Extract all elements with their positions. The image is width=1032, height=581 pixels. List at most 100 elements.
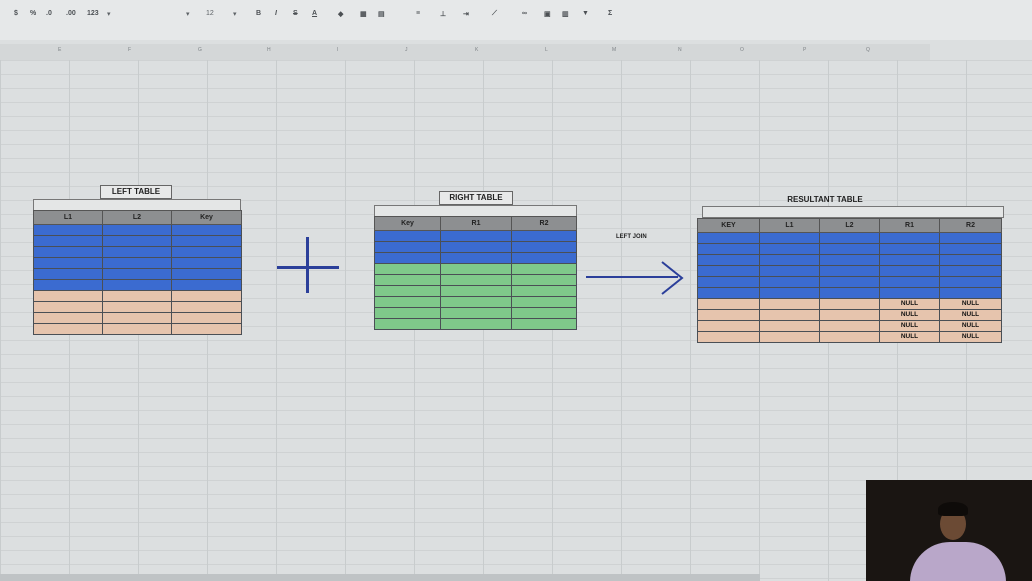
table-cell[interactable] bbox=[171, 323, 242, 335]
table-cell[interactable] bbox=[102, 224, 172, 236]
more-formats-chevron-icon[interactable]: ▾ bbox=[107, 11, 111, 18]
table-cell[interactable] bbox=[374, 296, 441, 308]
column-header-l1[interactable]: L1 bbox=[759, 218, 820, 233]
font-size-chevron-icon[interactable]: ▾ bbox=[233, 11, 237, 18]
table-cell[interactable] bbox=[102, 323, 172, 335]
column-header[interactable]: M bbox=[612, 47, 617, 53]
table-cell[interactable] bbox=[171, 312, 242, 324]
table-cell[interactable] bbox=[879, 232, 940, 244]
table-cell[interactable] bbox=[939, 265, 1002, 277]
table-cell[interactable] bbox=[440, 263, 512, 275]
insert-link-icon[interactable]: ∞ bbox=[522, 10, 527, 17]
table-cell[interactable] bbox=[33, 235, 103, 247]
column-header-r2[interactable]: R2 bbox=[511, 216, 577, 231]
table-cell[interactable] bbox=[759, 287, 820, 299]
table-cell[interactable]: NULL bbox=[939, 309, 1002, 321]
filter-icon[interactable]: ▼ bbox=[582, 10, 589, 17]
table-cell[interactable] bbox=[440, 285, 512, 297]
table-cell[interactable] bbox=[374, 230, 441, 242]
borders-icon[interactable]: ▦ bbox=[360, 11, 367, 18]
table-cell[interactable] bbox=[33, 312, 103, 324]
table-cell[interactable] bbox=[374, 307, 441, 319]
column-header[interactable]: J bbox=[405, 47, 408, 53]
table-cell[interactable] bbox=[102, 290, 172, 302]
table-cell[interactable]: NULL bbox=[879, 309, 940, 321]
table-cell[interactable] bbox=[511, 285, 577, 297]
insert-comment-icon[interactable]: ▣ bbox=[544, 11, 551, 18]
table-cell[interactable] bbox=[171, 246, 242, 258]
column-header-r1[interactable]: R1 bbox=[879, 218, 940, 233]
table-cell[interactable] bbox=[939, 287, 1002, 299]
align-vertical-icon[interactable]: ⊥ bbox=[440, 11, 447, 18]
insert-chart-icon[interactable]: ▥ bbox=[562, 11, 569, 18]
table-cell[interactable] bbox=[171, 279, 242, 291]
column-header-r1[interactable]: R1 bbox=[440, 216, 512, 231]
merge-cells-icon[interactable]: ▤ bbox=[378, 11, 385, 18]
bold-button[interactable]: B bbox=[256, 10, 262, 17]
more-formats-button[interactable]: 123 bbox=[87, 10, 99, 17]
table-cell[interactable] bbox=[440, 252, 512, 264]
horizontal-scrollbar[interactable] bbox=[0, 574, 760, 581]
table-cell[interactable] bbox=[939, 254, 1002, 266]
column-header-key[interactable]: Key bbox=[171, 210, 242, 225]
italic-button[interactable]: I bbox=[275, 10, 277, 17]
column-header-key[interactable]: Key bbox=[374, 216, 441, 231]
table-cell[interactable] bbox=[697, 320, 760, 332]
table-cell[interactable] bbox=[374, 285, 441, 297]
table-cell[interactable] bbox=[697, 276, 760, 288]
table-cell[interactable] bbox=[374, 274, 441, 286]
table-cell[interactable] bbox=[879, 276, 940, 288]
table-cell[interactable] bbox=[440, 241, 512, 253]
font-size-select[interactable]: 12 bbox=[206, 10, 214, 17]
table-cell[interactable] bbox=[33, 323, 103, 335]
table-cell[interactable] bbox=[440, 274, 512, 286]
table-cell[interactable] bbox=[374, 241, 441, 253]
table-cell[interactable] bbox=[759, 309, 820, 321]
table-cell[interactable]: NULL bbox=[879, 320, 940, 332]
table-cell[interactable] bbox=[511, 307, 577, 319]
currency-format-button[interactable]: $ bbox=[14, 10, 18, 17]
table-cell[interactable] bbox=[759, 276, 820, 288]
table-cell[interactable] bbox=[759, 232, 820, 244]
table-cell[interactable] bbox=[759, 254, 820, 266]
table-cell[interactable] bbox=[33, 290, 103, 302]
table-cell[interactable] bbox=[759, 265, 820, 277]
table-cell[interactable] bbox=[939, 232, 1002, 244]
table-cell[interactable]: NULL bbox=[939, 331, 1002, 343]
table-cell[interactable] bbox=[440, 307, 512, 319]
column-header-l1[interactable]: L1 bbox=[33, 210, 103, 225]
table-cell[interactable] bbox=[440, 318, 512, 330]
table-cell[interactable] bbox=[171, 257, 242, 269]
table-cell[interactable] bbox=[102, 257, 172, 269]
table-cell[interactable] bbox=[939, 276, 1002, 288]
table-cell[interactable]: NULL bbox=[939, 298, 1002, 310]
table-cell[interactable] bbox=[33, 268, 103, 280]
table-cell[interactable] bbox=[171, 235, 242, 247]
table-cell[interactable] bbox=[171, 268, 242, 280]
column-header[interactable]: H bbox=[267, 47, 271, 53]
text-rotation-icon[interactable]: ⟋ bbox=[492, 10, 497, 17]
table-cell[interactable] bbox=[697, 254, 760, 266]
column-header[interactable]: O bbox=[740, 47, 744, 53]
table-cell[interactable] bbox=[879, 287, 940, 299]
table-cell[interactable] bbox=[374, 263, 441, 275]
table-cell[interactable] bbox=[102, 312, 172, 324]
table-cell[interactable] bbox=[879, 243, 940, 255]
table-cell[interactable] bbox=[511, 263, 577, 275]
table-cell[interactable] bbox=[171, 224, 242, 236]
table-cell[interactable] bbox=[33, 279, 103, 291]
table-cell[interactable] bbox=[33, 257, 103, 269]
table-cell[interactable] bbox=[102, 268, 172, 280]
table-cell[interactable] bbox=[440, 230, 512, 242]
table-cell[interactable] bbox=[819, 232, 880, 244]
table-cell[interactable] bbox=[819, 309, 880, 321]
table-cell[interactable] bbox=[819, 287, 880, 299]
table-cell[interactable] bbox=[511, 318, 577, 330]
table-cell[interactable] bbox=[819, 243, 880, 255]
column-header-l2[interactable]: L2 bbox=[819, 218, 880, 233]
table-cell[interactable] bbox=[759, 331, 820, 343]
increase-decimal-button[interactable]: .00 bbox=[66, 10, 76, 17]
table-cell[interactable] bbox=[511, 296, 577, 308]
table-cell[interactable] bbox=[759, 320, 820, 332]
table-cell[interactable] bbox=[697, 309, 760, 321]
